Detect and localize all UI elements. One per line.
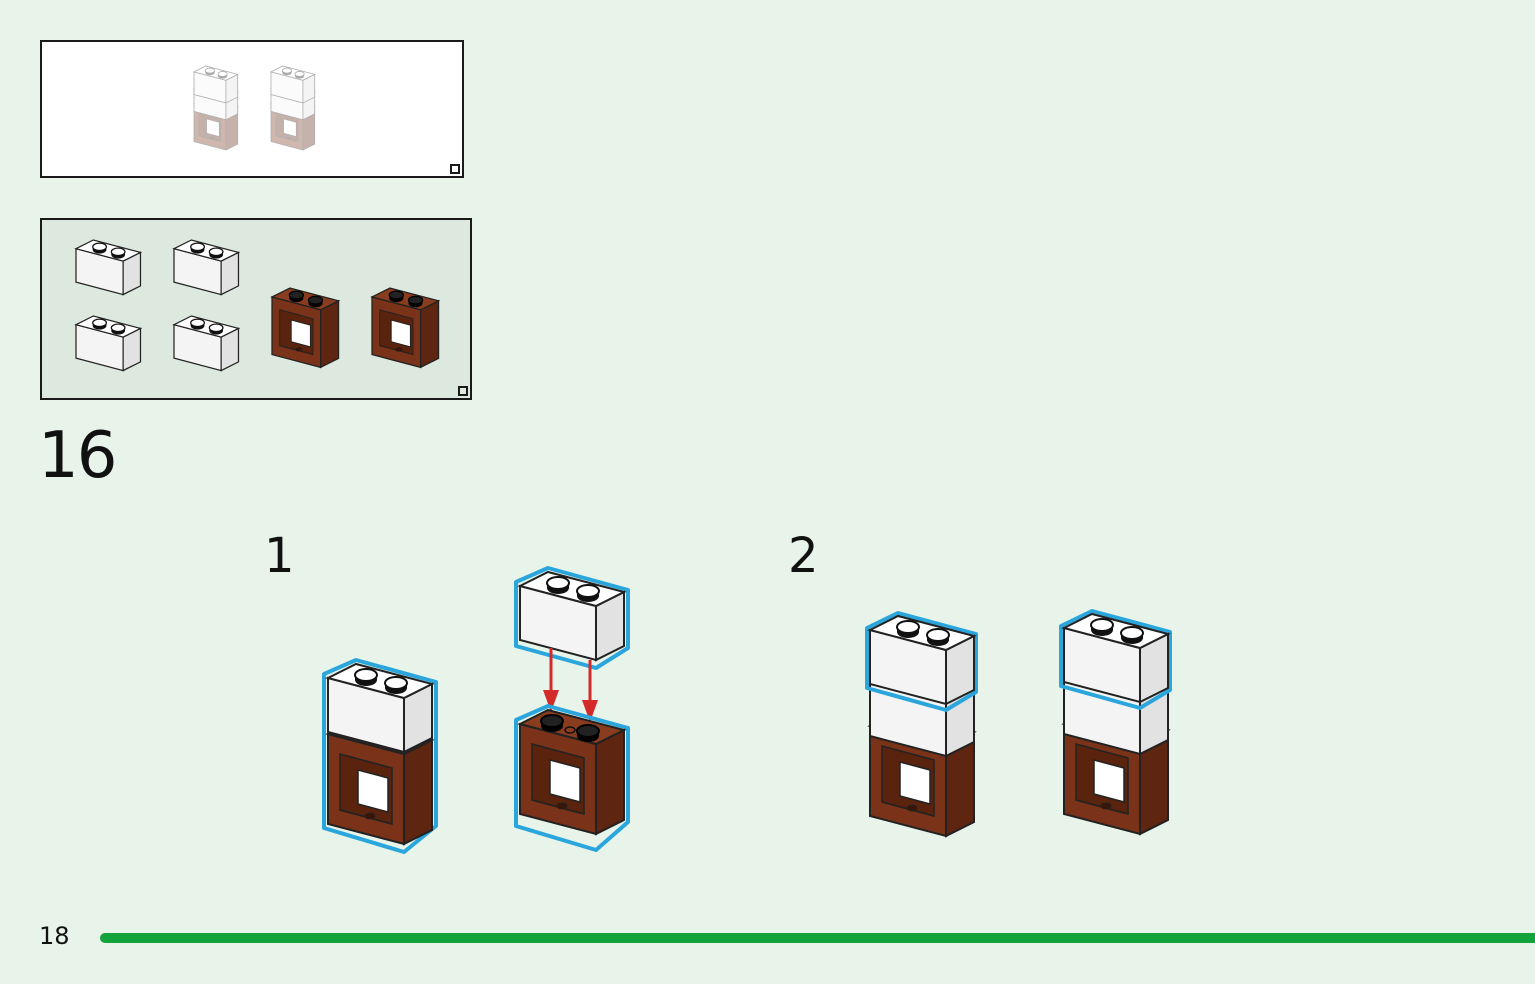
substep-number-1: 1 (264, 528, 295, 584)
white-brick-1x2-icon (174, 240, 238, 295)
white-brick-1x2-icon (174, 316, 238, 371)
white-brick-1x2-icon (76, 316, 140, 371)
substep-2-column-left (865, 611, 978, 837)
preview-column-right (270, 66, 316, 151)
substep-number-2: 2 (788, 528, 819, 584)
substep-1-window-frame (514, 704, 630, 852)
sub-build-corner-icon (450, 164, 460, 174)
page-number: 18 (39, 922, 70, 950)
preview-panel (40, 40, 464, 178)
brown-window-frame-icon (371, 287, 440, 368)
arrow-down-icon (582, 660, 598, 722)
arrow-down-icon (543, 648, 559, 712)
substep-2-column-right (1059, 609, 1172, 835)
preview-column-left (193, 66, 239, 151)
parts-list-panel (40, 218, 472, 400)
preview-illustration (193, 42, 316, 151)
substep-1-assembled-column (322, 658, 438, 854)
brown-window-frame-icon (271, 287, 340, 368)
substep-1-new-brick (514, 566, 630, 670)
parts-list-illustration (42, 220, 440, 402)
main-step-number: 16 (38, 419, 117, 493)
footer-progress-bar (100, 933, 1535, 943)
sub-build-corner-icon (458, 386, 468, 396)
white-brick-1x2-icon (76, 240, 140, 295)
